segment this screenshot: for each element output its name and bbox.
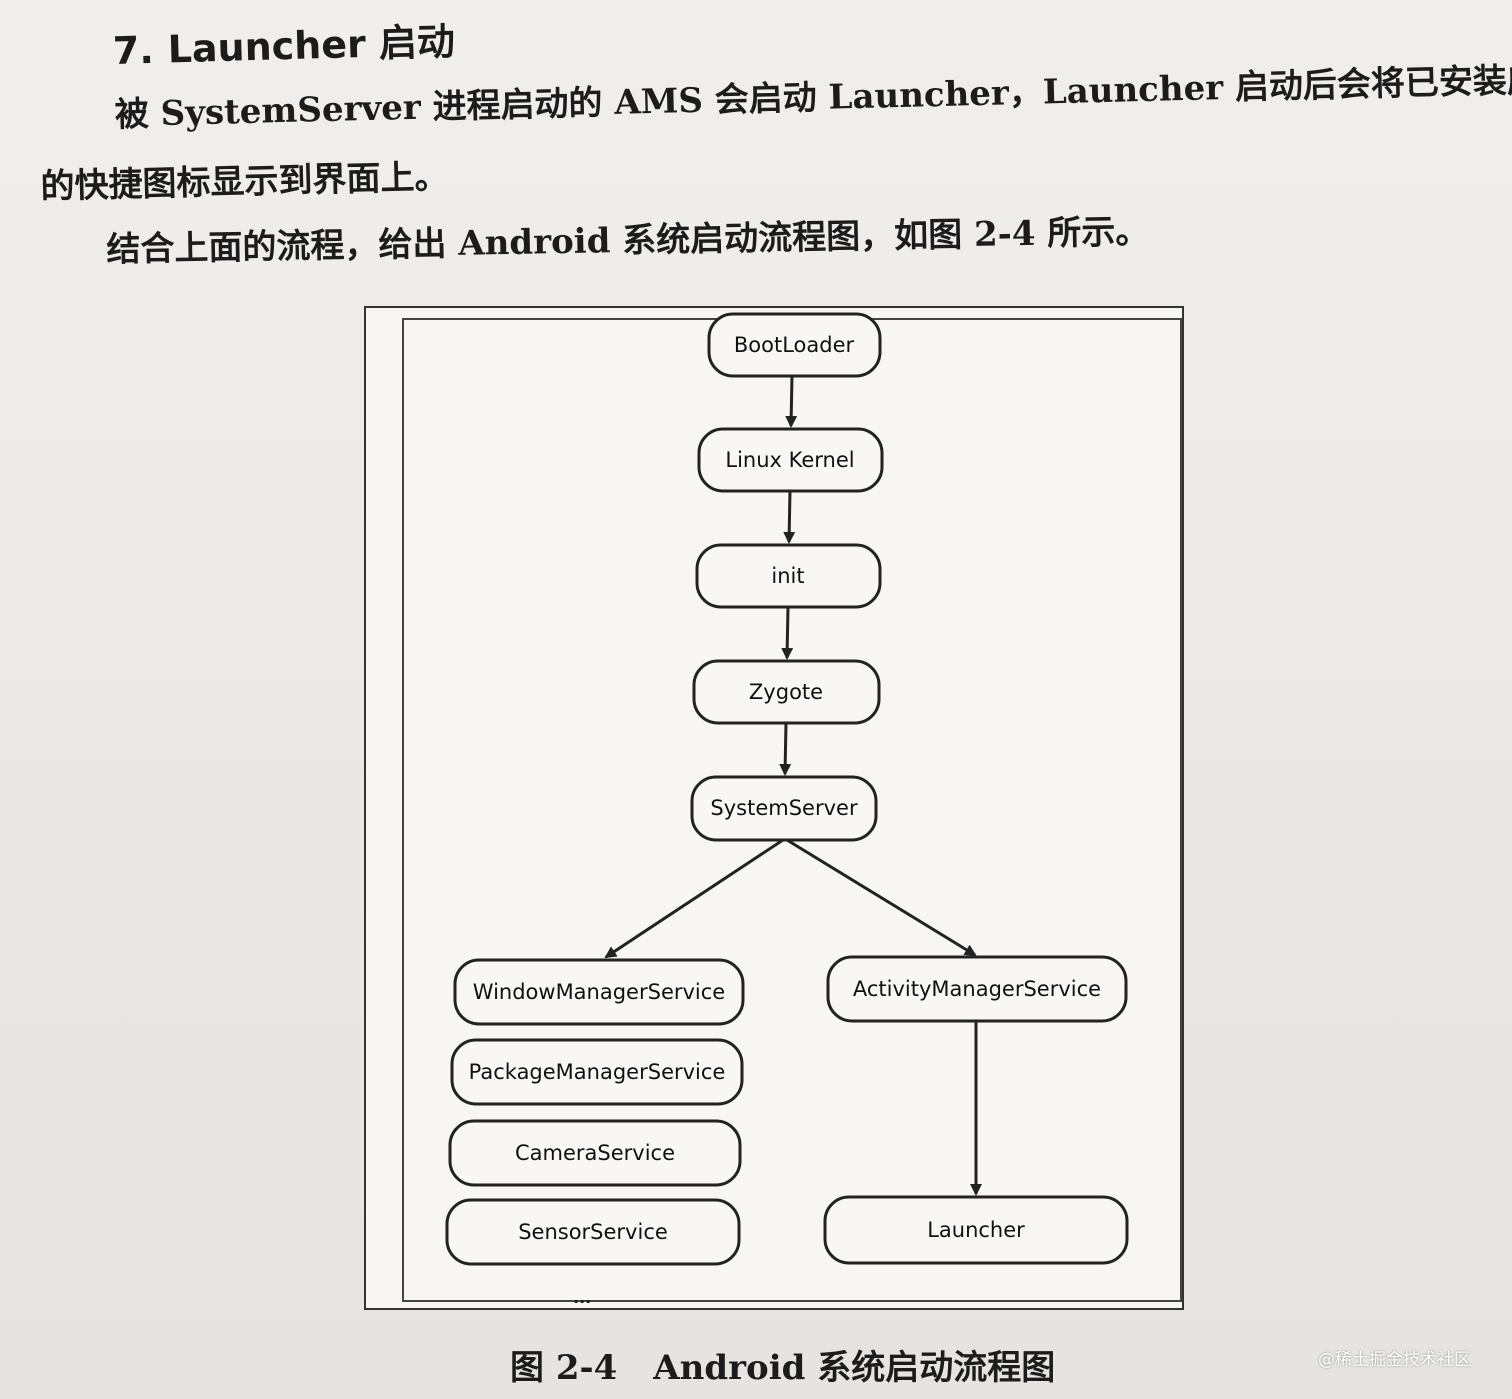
edge-systemserver-wms [604,838,784,959]
node-zygote-label: Zygote [749,680,823,704]
figure-caption-text: Android 系统启动流程图 [653,1348,1056,1388]
edge-zygote-systemserver [779,722,792,776]
more-services-ellipsis: ... [573,1288,592,1307]
figure-caption: 图 2-4 Android 系统启动流程图 [510,1340,1055,1389]
node-ams-label: ActivityManagerService [853,977,1101,1001]
node-linux-kernel-label: Linux Kernel [725,448,854,472]
edge-systemserver-ams [786,838,977,957]
edge-init-zygote [781,606,794,660]
node-camera-label: CameraService [515,1141,675,1165]
node-launcher-label: Launcher [927,1218,1025,1242]
watermark: @稀土掘金技术社区 [1318,1350,1471,1370]
node-linux-kernel: Linux Kernel [697,427,884,493]
node-systemserver: SystemServer [690,775,878,842]
edge-kernel-init [783,490,796,544]
node-init-label: init [771,564,804,588]
node-cameraservice: CameraService [448,1119,742,1187]
node-wms-label: WindowManagerService [473,980,725,1004]
node-bootloader: BootLoader [707,312,882,378]
node-launcher: Launcher [823,1195,1129,1265]
node-sensor-label: SensorService [518,1220,668,1244]
node-windowmanagerservice: WindowManagerService [453,958,745,1026]
node-packagemanagerservice: PackageManagerService [450,1038,744,1106]
node-bootloader-label: BootLoader [734,333,855,357]
node-sensorservice: SensorService [445,1198,741,1266]
edge-bootloader-kernel [785,375,798,428]
figure-number: 图 2-4 [510,1348,618,1388]
node-init: init [695,543,882,609]
node-systemserver-label: SystemServer [710,796,858,820]
node-activitymanagerservice: ActivityManagerService [826,955,1128,1023]
node-pms-label: PackageManagerService [469,1060,726,1084]
node-zygote: Zygote [692,659,881,725]
